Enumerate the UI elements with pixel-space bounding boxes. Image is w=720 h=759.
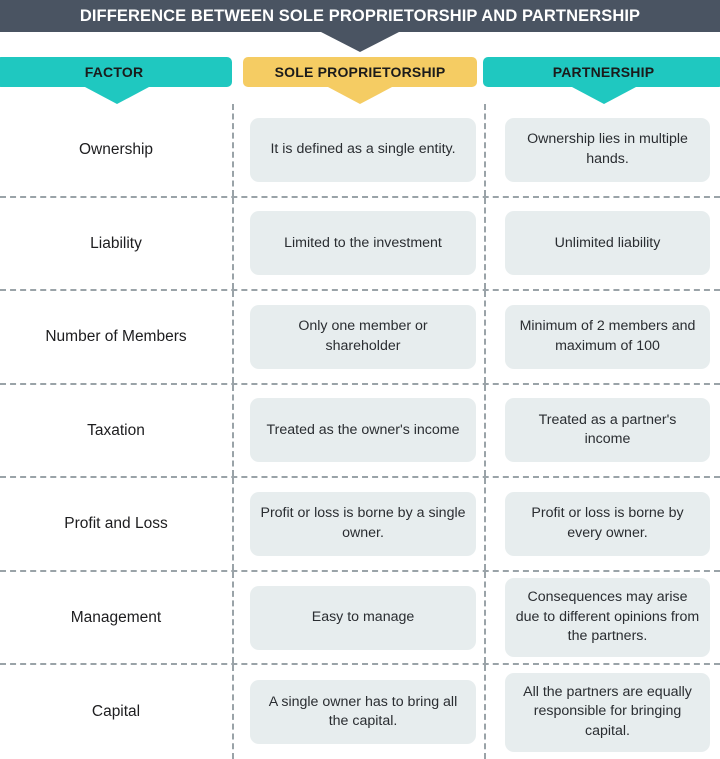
column-header-factor: FACTOR [0, 57, 232, 87]
row-partnership-card: Minimum of 2 members and maximum of 100 [505, 304, 710, 369]
column-divider-right [484, 478, 486, 570]
row-partnership-cell: Minimum of 2 members and maximum of 100 [484, 291, 720, 383]
row-sole-text: It is defined as a single entity. [270, 140, 456, 157]
row-partnership-cell: Consequences may arise due to different … [484, 572, 720, 664]
table-row: Profit and Loss Profit or loss is borne … [0, 478, 720, 572]
comparison-table-body: Ownership It is defined as a single enti… [0, 104, 720, 759]
row-partnership-cell: Ownership lies in multiple hands. [484, 104, 720, 196]
row-partnership-text: All the partners are equally responsible… [523, 683, 692, 739]
row-factor-cell: Capital [0, 665, 232, 759]
column-divider-left [232, 478, 234, 570]
column-divider-right [484, 197, 486, 290]
column-divider-left [232, 665, 234, 759]
row-partnership-card: All the partners are equally responsible… [505, 672, 710, 752]
table-row: Capital A single owner has to bring all … [0, 665, 720, 759]
column-divider-left [232, 197, 234, 290]
row-sole-cell: Limited to the investment [232, 198, 484, 290]
row-factor-cell: Number of Members [0, 291, 232, 383]
row-sole-card: Limited to the investment [250, 211, 476, 276]
row-sole-text: Only one member or shareholder [298, 318, 428, 354]
row-partnership-text: Unlimited liability [554, 234, 661, 251]
row-sole-cell: Only one member or shareholder [232, 291, 484, 383]
table-row: Management Easy to manage Consequences m… [0, 571, 720, 666]
row-partnership-cell: Treated as a partner's income [484, 385, 720, 477]
table-row: Liability Limited to the investment Unli… [0, 197, 720, 292]
row-sole-text: A single owner has to bring all the capi… [268, 693, 458, 730]
row-sole-cell: A single owner has to bring all the capi… [232, 665, 484, 759]
row-sole-cell: Treated as the owner's income [232, 385, 484, 477]
row-partnership-text: Consequences may arise due to different … [515, 589, 700, 645]
row-factor-label: Capital [91, 703, 141, 721]
column-header-sole-proprietorship: SOLE PROPRIETORSHIP [243, 57, 477, 87]
column-headers: FACTOR SOLE PROPRIETORSHIP PARTNERSHIP [0, 57, 720, 104]
row-sole-cell: It is defined as a single entity. [232, 104, 484, 196]
column-divider-right [484, 384, 486, 477]
row-partnership-cell: Profit or loss is borne by every owner. [484, 478, 720, 570]
row-sole-card: Easy to manage [250, 585, 476, 650]
row-partnership-cell: All the partners are equally responsible… [484, 665, 720, 759]
row-factor-cell: Taxation [0, 385, 232, 477]
row-partnership-text: Ownership lies in multiple hands. [527, 131, 688, 167]
row-sole-text: Easy to manage [311, 608, 415, 625]
row-sole-cell: Easy to manage [232, 572, 484, 664]
row-partnership-card: Profit or loss is borne by every owner. [505, 492, 710, 557]
row-factor-cell: Liability [0, 198, 232, 290]
row-partnership-cell: Unlimited liability [484, 198, 720, 290]
row-factor-cell: Profit and Loss [0, 478, 232, 570]
row-factor-label: Management [70, 608, 162, 626]
column-divider-left [232, 384, 234, 477]
column-divider-left [232, 291, 234, 383]
column-divider-right [484, 571, 486, 664]
infographic-title-bar: DIFFERENCE BETWEEN SOLE PROPRIETORSHIP A… [0, 0, 720, 32]
table-row: Taxation Treated as the owner's income T… [0, 384, 720, 479]
row-factor-label: Profit and Loss [64, 515, 168, 533]
title-arrow-icon [321, 32, 399, 52]
row-factor-label: Liability [90, 234, 142, 252]
column-divider-right [484, 104, 486, 196]
row-partnership-text: Profit or loss is borne by every owner. [531, 505, 684, 542]
column-header-sole-proprietorship-arrow-icon [328, 87, 392, 104]
column-divider-left [232, 571, 234, 664]
row-partnership-text: Treated as a partner's income [538, 411, 677, 448]
row-sole-cell: Profit or loss is borne by a single owne… [232, 478, 484, 570]
column-divider-right [484, 291, 486, 383]
column-header-factor-arrow-icon [85, 87, 149, 104]
table-row: Ownership It is defined as a single enti… [0, 104, 720, 198]
column-header-partnership-arrow-icon [572, 87, 636, 104]
row-partnership-text: Minimum of 2 members and maximum of 100 [519, 318, 696, 354]
row-factor-label: Ownership [78, 141, 154, 159]
row-partnership-card: Unlimited liability [505, 211, 710, 276]
page-title: DIFFERENCE BETWEEN SOLE PROPRIETORSHIP A… [79, 6, 641, 25]
table-row: Number of Members Only one member or sha… [0, 291, 720, 385]
row-sole-text: Limited to the investment [284, 234, 442, 251]
row-factor-cell: Management [0, 572, 232, 664]
column-divider-right [484, 665, 486, 759]
row-sole-card: Treated as the owner's income [250, 398, 476, 463]
column-header-sole-proprietorship-label: SOLE PROPRIETORSHIP [274, 64, 446, 80]
row-factor-label: Taxation [87, 421, 145, 439]
column-divider-left [232, 104, 234, 196]
row-partnership-card: Ownership lies in multiple hands. [505, 117, 710, 182]
row-sole-card: A single owner has to bring all the capi… [250, 680, 476, 745]
row-sole-card: Profit or loss is borne by a single owne… [250, 492, 476, 557]
row-sole-text: Treated as the owner's income [266, 421, 460, 438]
row-partnership-card: Consequences may arise due to different … [505, 578, 710, 657]
row-sole-text: Profit or loss is borne by a single owne… [260, 505, 466, 542]
row-partnership-card: Treated as a partner's income [505, 398, 710, 463]
row-factor-label: Number of Members [45, 328, 187, 346]
column-header-factor-label: FACTOR [84, 64, 144, 80]
row-sole-card: Only one member or shareholder [250, 304, 476, 369]
row-sole-card: It is defined as a single entity. [250, 117, 476, 182]
column-header-partnership-label: PARTNERSHIP [552, 64, 655, 80]
column-header-partnership: PARTNERSHIP [483, 57, 720, 87]
row-factor-cell: Ownership [0, 104, 232, 196]
